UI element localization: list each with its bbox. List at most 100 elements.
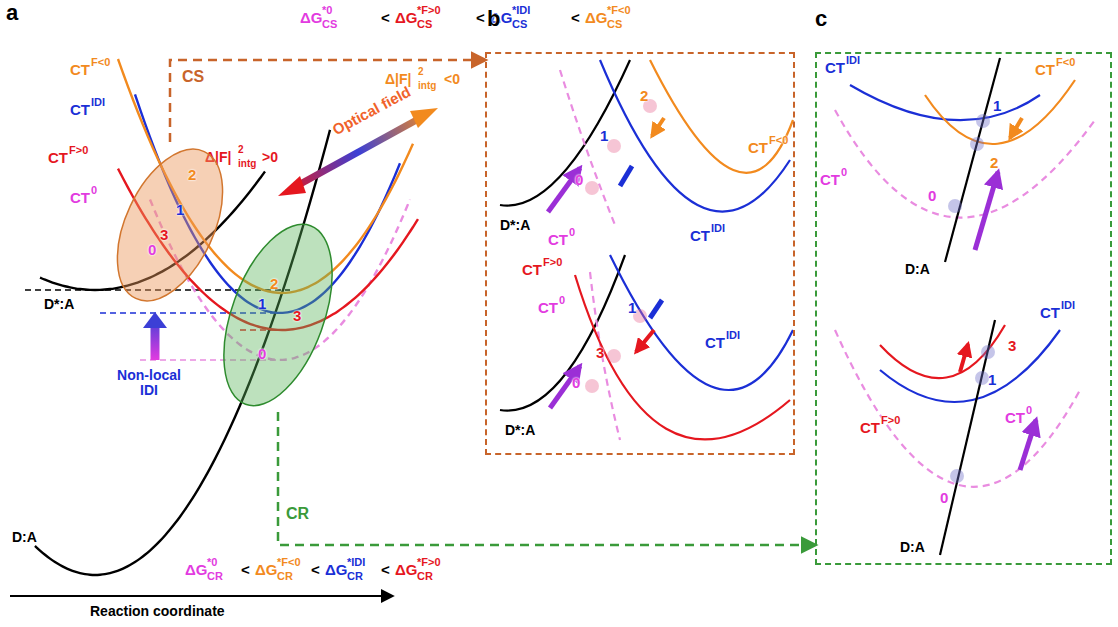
inequality-sign: <	[571, 10, 580, 25]
ellipse-shape	[202, 210, 353, 420]
field-sign: >0	[262, 150, 278, 164]
free-energy-subscript: CR	[277, 571, 293, 582]
callout-number: 0	[928, 188, 936, 203]
idi-arrow	[151, 326, 160, 360]
free-energy-subscript: CR	[347, 571, 363, 582]
callout-number: 0	[258, 346, 266, 361]
ellipse-shape	[96, 133, 244, 317]
free-energy-symbol: ΔG	[395, 10, 417, 25]
field-superscript: 2	[418, 67, 424, 77]
curve-superscript: 0	[559, 295, 565, 306]
crossing-region: 0312	[122, 142, 218, 308]
curve-superscript: F>0	[543, 257, 562, 268]
field-label: Optical field	[330, 84, 413, 138]
free-energy-symbol: ΔG	[325, 562, 347, 577]
panel-c-top	[835, 58, 1095, 262]
curve-label: CT	[70, 102, 90, 117]
free-energy-subscript: CS	[322, 19, 337, 30]
callout-number: 2	[270, 276, 278, 291]
free-energy-symbol: ΔG	[395, 562, 417, 577]
curve-label: CT	[860, 420, 880, 435]
curve-label: CT	[825, 60, 845, 75]
inequality-sign: <	[311, 562, 320, 577]
callout-number: 1	[600, 128, 608, 143]
curve-superscript: IDI	[1061, 300, 1075, 311]
free-energy-subscript: CS	[417, 19, 432, 30]
curve-label: CT	[522, 262, 542, 277]
ellipse-outline	[122, 142, 218, 308]
callout-number: 1	[628, 300, 636, 315]
curve-superscript: 0	[1026, 405, 1032, 416]
free-energy-subscript: CS	[512, 19, 527, 30]
callout-number: 0	[148, 242, 156, 257]
field-delta: Δ|F|	[385, 72, 411, 86]
callout-number: 3	[293, 308, 301, 323]
free-energy-symbol: ΔG	[185, 562, 207, 577]
axis-label: Reaction coordinate	[90, 604, 225, 618]
free-energy-subscript: CS	[607, 19, 622, 30]
curve-superscript: F<0	[91, 57, 110, 68]
curve-label: CT	[690, 228, 710, 243]
callout-number: 1	[988, 372, 996, 387]
zoom-panel: b	[485, 52, 795, 455]
callout-number: 1	[176, 202, 184, 217]
callout-number: 2	[640, 88, 648, 103]
curve-label: CT	[705, 335, 725, 350]
edge-label: CR	[284, 505, 311, 523]
free-energy-subscript: CR	[207, 571, 223, 582]
dashed-connector	[170, 60, 485, 142]
curve-superscript: IDI	[91, 97, 105, 108]
curve-label: CT	[748, 140, 768, 155]
state-label: D*:A	[500, 218, 530, 232]
curve-label: CT	[548, 232, 568, 247]
callout-number: 3	[1008, 338, 1016, 353]
curve-superscript: IDI	[846, 55, 860, 66]
inequality-sign: <	[241, 562, 250, 577]
free-energy-symbol: ΔG	[300, 10, 322, 25]
free-energy-symbol: ΔG	[585, 10, 607, 25]
panel-letter: c	[815, 8, 827, 30]
panel-letter: a	[6, 2, 18, 24]
callout-number: 1	[258, 296, 266, 311]
free-energy-superscript: *IDI	[512, 5, 530, 16]
curve-superscript: 0	[91, 185, 97, 196]
edge-label: CS	[180, 68, 206, 86]
optical-field-arrow	[293, 117, 422, 188]
inequality-sign: <	[381, 10, 390, 25]
free-energy-superscript: *F<0	[277, 557, 301, 568]
panel-b-bottom	[500, 255, 793, 440]
arrow-head	[410, 108, 438, 128]
curve-superscript: F>0	[69, 145, 88, 156]
free-energy-superscript: *IDI	[347, 557, 365, 568]
free-energy-superscript: *F>0	[417, 557, 441, 568]
curve-label: CT	[1005, 410, 1025, 425]
state-label: D*:A	[505, 423, 535, 437]
curve-superscript: F<0	[769, 135, 788, 146]
inequality-sign: <	[381, 562, 390, 577]
inequality-sign: <	[476, 10, 485, 25]
ellipse-outline	[228, 218, 328, 412]
axis-arrow	[10, 595, 392, 597]
curve-label: CT	[820, 172, 840, 187]
state-label: D:A	[900, 540, 925, 554]
curve-label: CT	[1035, 62, 1055, 77]
curve-label: CT	[48, 150, 68, 165]
callout-number: 1	[993, 98, 1001, 113]
free-energy-superscript: *0	[322, 5, 332, 16]
arrow-head	[278, 176, 306, 196]
curve-superscript: F<0	[1056, 57, 1075, 68]
callout-number: 2	[990, 155, 998, 170]
curve-superscript: F>0	[881, 415, 900, 426]
idi-label: Non-local IDI	[108, 368, 190, 399]
state-label: D:A	[12, 530, 37, 544]
field-sign: <0	[444, 72, 460, 86]
crossing-region: 21 3 0	[228, 218, 328, 412]
curve-label: CT	[70, 190, 90, 205]
arrow-head	[143, 312, 167, 328]
free-energy-superscript: *F<0	[607, 5, 631, 16]
curve-superscript: 0	[569, 227, 575, 238]
state-label: D:A	[905, 262, 930, 276]
state-label: D*:A	[44, 297, 74, 311]
